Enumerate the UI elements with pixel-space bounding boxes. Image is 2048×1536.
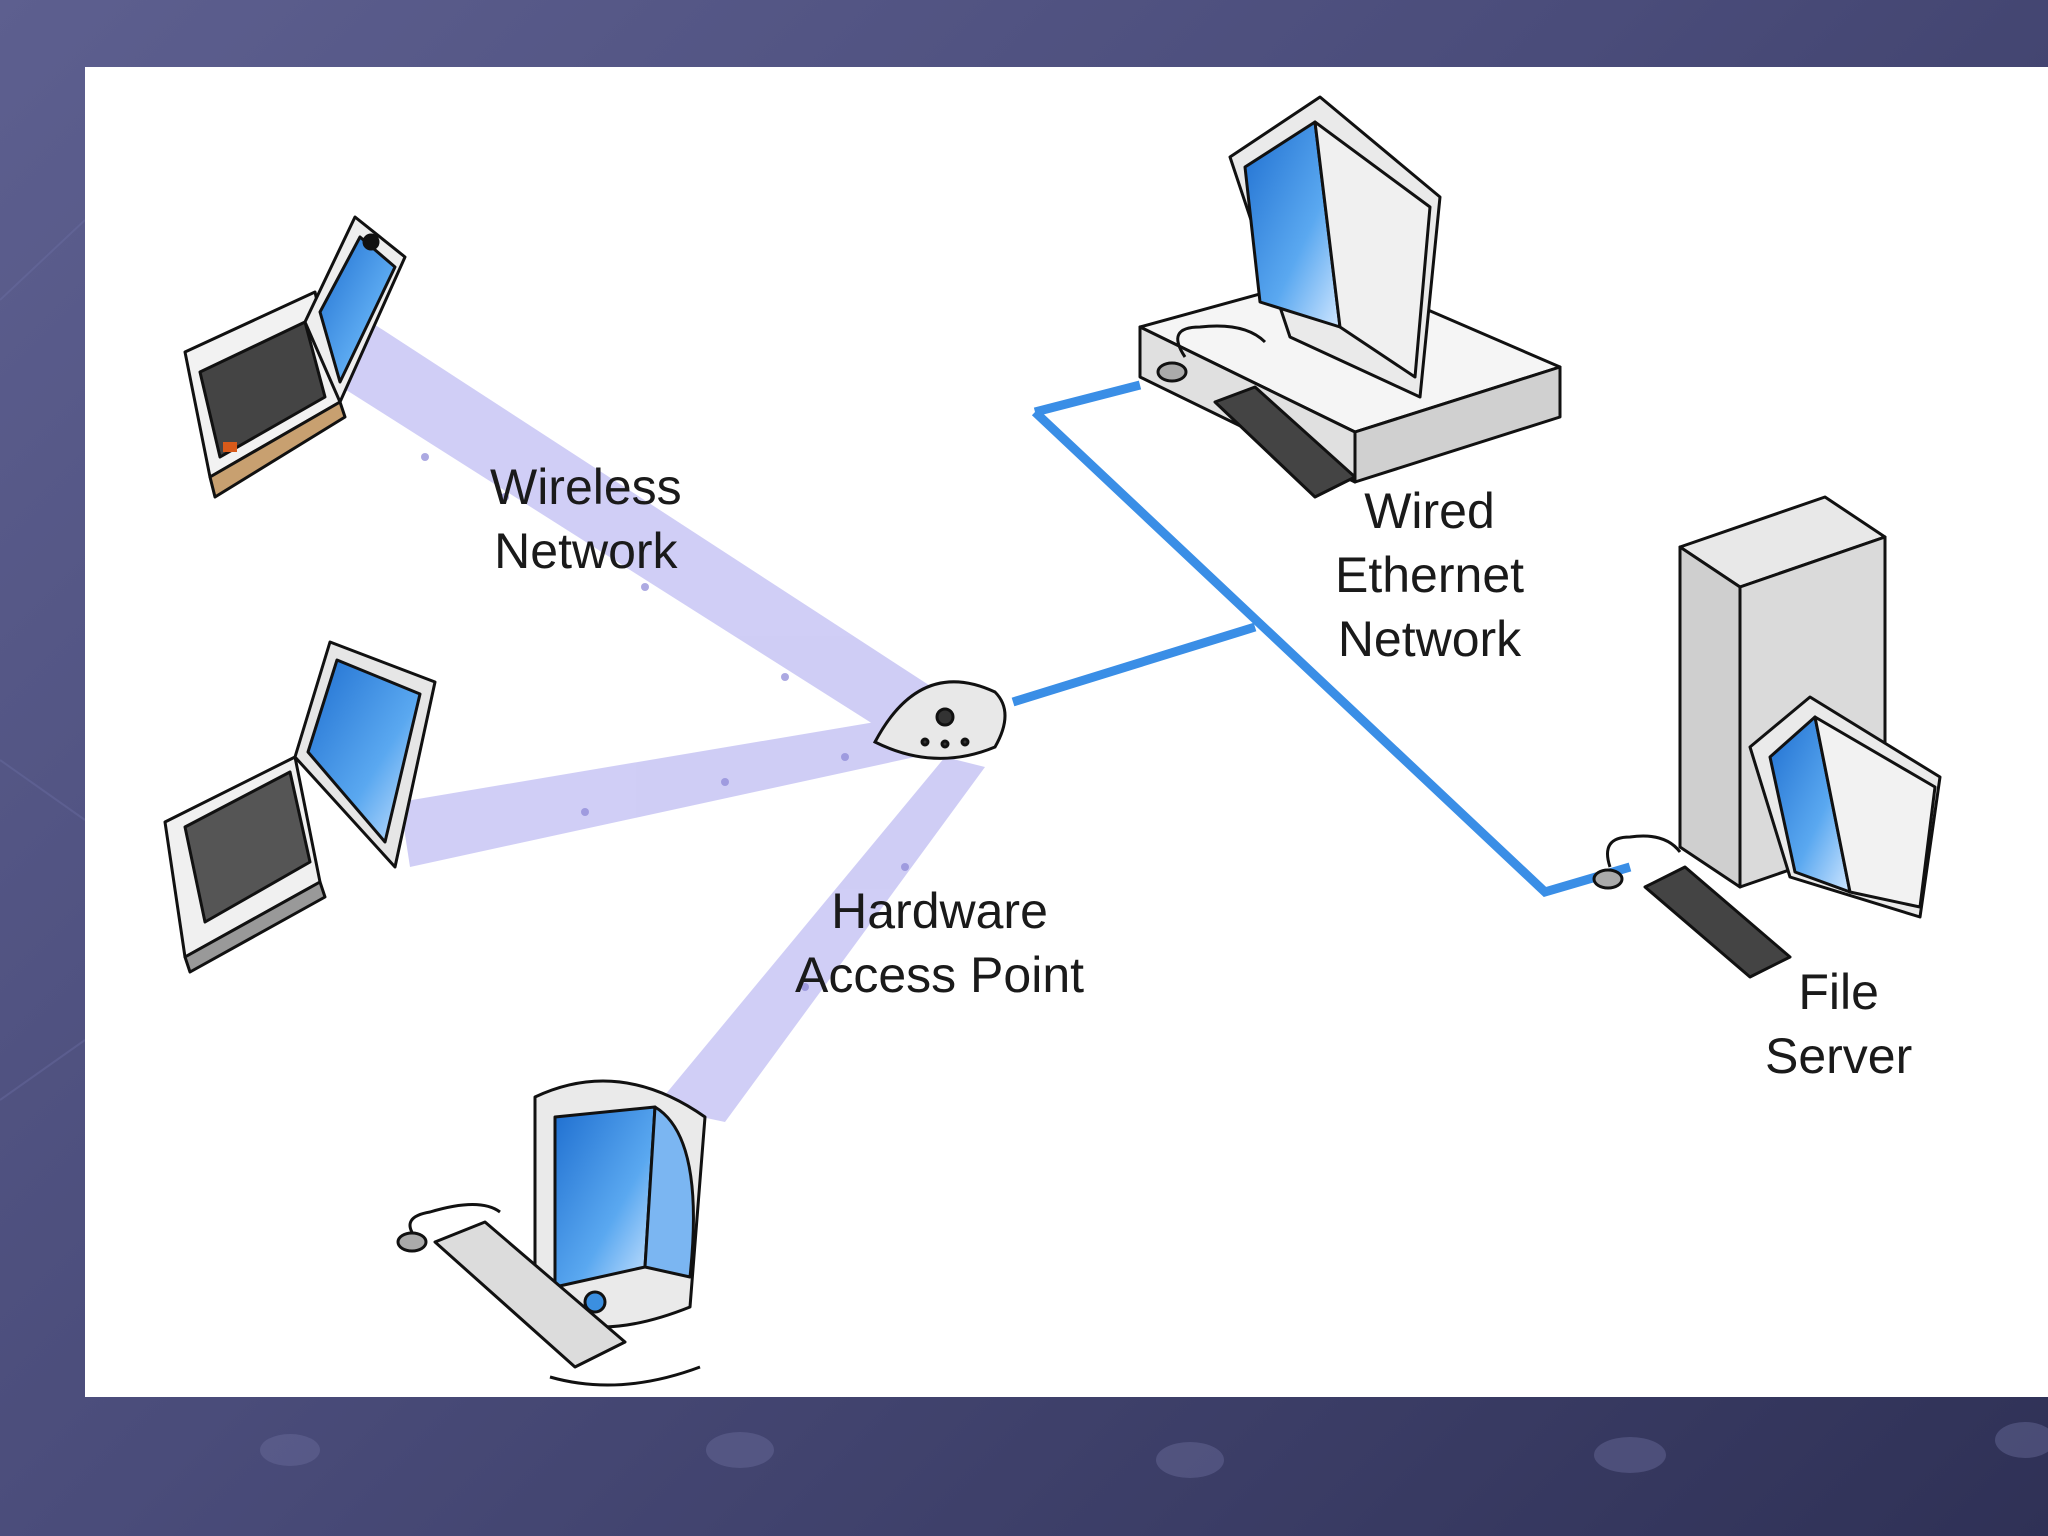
ethernet-link-access-point — [1011, 622, 1257, 707]
wireless-signal-dots — [421, 453, 909, 991]
label-line: Wireless — [490, 459, 682, 515]
label-line: Ethernet — [1335, 547, 1525, 603]
wireless-beam-desktop-bottom — [655, 757, 985, 1122]
label-line: Network — [1337, 611, 1522, 667]
label-line: Wired — [1364, 483, 1495, 539]
ethernet-backbone — [1033, 380, 1142, 417]
laptop-icon — [163, 640, 437, 974]
label-line: Hardware — [831, 883, 1048, 939]
wired-ethernet-network-label: Wired Ethernet Network — [1335, 479, 1524, 671]
access-point-icon — [872, 680, 1007, 760]
label-line: Access Point — [795, 947, 1085, 1003]
desktop-computer-icon — [1138, 95, 1562, 499]
laptop-icon — [183, 215, 407, 499]
wireless-beam-laptop-top — [310, 302, 955, 757]
diagram-panel: Wireless Network Wired Ethernet Network … — [85, 67, 2048, 1397]
label-line: File — [1798, 964, 1879, 1020]
desktop-computer-icon — [396, 1079, 707, 1387]
wireless-beam-laptop-middle — [400, 717, 915, 867]
file-server-icon — [1592, 495, 1942, 979]
hardware-access-point-label: Hardware Access Point — [795, 879, 1084, 1007]
network-diagram — [163, 95, 1942, 1387]
wireless-signal-beams — [310, 302, 985, 1122]
wireless-network-label: Wireless Network — [490, 455, 682, 583]
file-server-label: File Server — [1765, 960, 1912, 1088]
label-line: Network — [494, 523, 678, 579]
label-line: Server — [1765, 1028, 1913, 1084]
